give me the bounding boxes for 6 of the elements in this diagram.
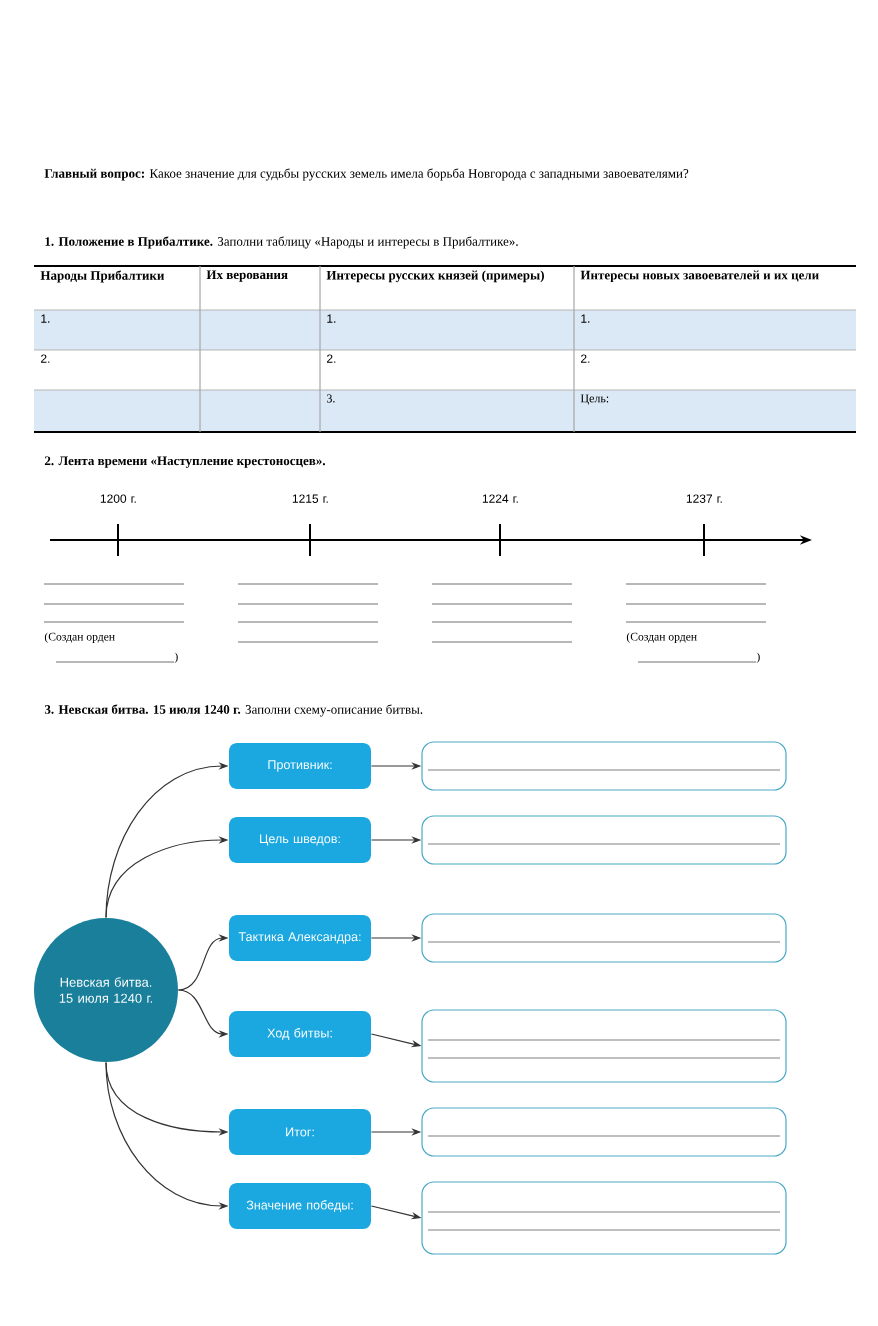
answer-box [421, 1107, 787, 1157]
answer-box [421, 1009, 787, 1083]
answer-box [421, 741, 787, 791]
answer-box [421, 815, 787, 865]
answer-box [421, 913, 787, 963]
answer-box [421, 1181, 787, 1255]
